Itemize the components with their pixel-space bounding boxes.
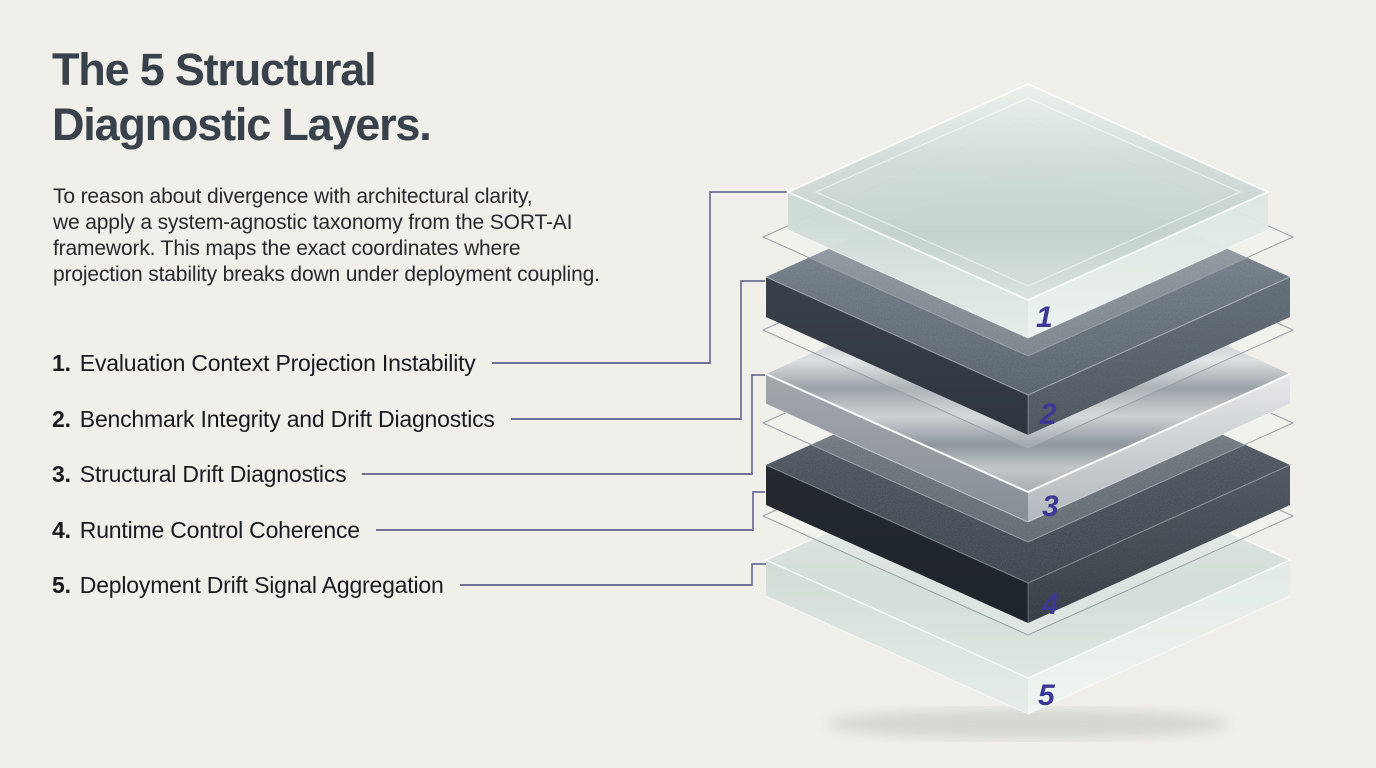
connector-2 <box>740 280 765 420</box>
slab-1-right-face <box>1028 192 1268 338</box>
slab-number-4: 4 <box>1041 588 1059 621</box>
list-label: Deployment Drift Signal Aggregation <box>79 571 444 598</box>
list-item-5: 5. Deployment Drift Signal Aggregation <box>52 570 752 600</box>
title-line-1: The 5 Structural <box>52 44 377 95</box>
leader-line-5 <box>459 584 752 586</box>
slab-number-1: 1 <box>1036 301 1053 334</box>
intro-line: we apply a system-agnostic taxonomy from… <box>53 211 573 234</box>
slab-numbers: 1 2 3 4 5 <box>1036 301 1059 712</box>
intro-paragraph: To reason about divergence with architec… <box>53 184 600 288</box>
title-line-2: Diagnostic Layers. <box>52 99 432 150</box>
slab-1-bevel <box>814 97 1242 287</box>
slab-5-left-face <box>766 560 1028 714</box>
slab-1-left-face <box>788 192 1028 338</box>
list-item-3: 3. Structural Drift Diagnostics <box>52 459 752 489</box>
slab-5-right-face <box>1028 560 1290 714</box>
intro-line: To reason about divergence with architec… <box>53 185 533 208</box>
list-number: 4. <box>52 516 71 543</box>
slab-4-left-face <box>766 465 1028 623</box>
list-label: Benchmark Integrity and Drift Diagnostic… <box>79 405 495 432</box>
slab-number-3: 3 <box>1042 490 1059 523</box>
list-label: Structural Drift Diagnostics <box>79 460 347 487</box>
list-number: 2. <box>52 405 71 432</box>
slab-1-top-face <box>785 83 1271 301</box>
intro-line: framework. This maps the exact coordinat… <box>53 237 521 260</box>
connector-5 <box>751 563 766 586</box>
list-item-4: 4. Runtime Control Coherence <box>52 515 753 545</box>
slab-number-2: 2 <box>1039 398 1057 431</box>
slab-3-left-face <box>766 374 1028 522</box>
list-label: Evaluation Context Projection Instabilit… <box>79 349 476 376</box>
list-number: 3. <box>52 460 71 487</box>
connector-3 <box>751 374 765 475</box>
slab-2-left-face <box>766 277 1028 435</box>
list-number: 1. <box>52 349 71 376</box>
connector-4 <box>752 491 765 531</box>
connector-lines <box>709 191 787 586</box>
list-label: Runtime Control Coherence <box>79 516 360 543</box>
leader-line-2 <box>510 418 741 420</box>
slab-1-frosted-glass <box>785 83 1271 339</box>
slab-number-5: 5 <box>1038 679 1056 712</box>
intro-line: projection stability breaks down under d… <box>53 263 600 286</box>
stack-shadow <box>828 709 1228 739</box>
list-number: 5. <box>52 571 71 598</box>
leader-line-3 <box>362 473 752 475</box>
slab-3-right-face <box>1028 374 1290 522</box>
page-title: The 5 Structural Diagnostic Layers. <box>52 42 432 152</box>
leader-line-1 <box>491 362 710 364</box>
list-item-1: 1. Evaluation Context Projection Instabi… <box>52 348 710 378</box>
leader-line-4 <box>375 529 753 531</box>
connector-1 <box>709 191 787 364</box>
list-item-2: 2. Benchmark Integrity and Drift Diagnos… <box>52 404 741 434</box>
